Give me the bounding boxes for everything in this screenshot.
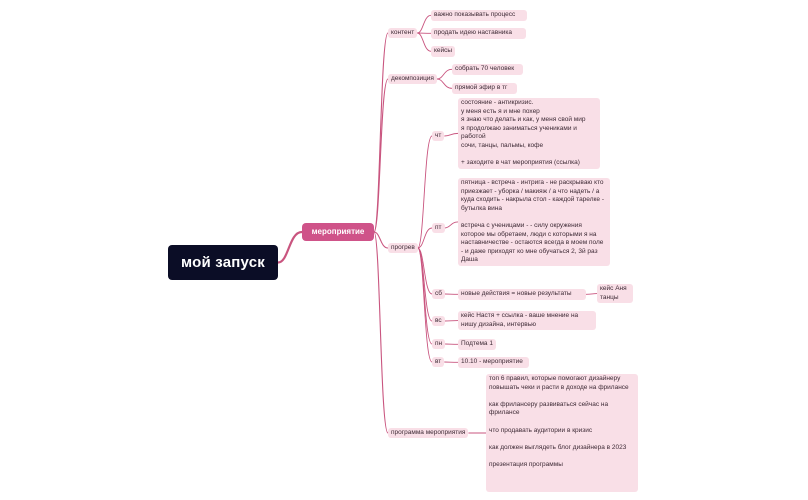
connector-branch-decomposition-to-decomposition-item-collect xyxy=(436,68,453,80)
branch-decomposition[interactable]: декомпозиция xyxy=(388,74,437,84)
day-sun-text[interactable]: кейс Настя + ссылка - ваше мнение на ниш… xyxy=(458,311,596,331)
connector-branch-warmup-to-day-sat-label xyxy=(417,247,433,295)
connector-branch-content-to-content-item-cases xyxy=(417,32,432,52)
day-fri-label[interactable]: пт xyxy=(432,223,445,233)
day-tue-label[interactable]: вт xyxy=(432,357,445,367)
content-item-mentor[interactable]: продать идею наставника xyxy=(431,28,526,39)
connector-day-fri-label-to-day-fri-text xyxy=(444,221,459,229)
main-topic-node[interactable]: мероприятие xyxy=(302,223,374,241)
content-item-process[interactable]: важно показывать процесс xyxy=(431,10,527,21)
connector-root-node-to-main-topic-node xyxy=(277,230,303,264)
day-thu-label[interactable]: чт xyxy=(432,131,445,141)
day-mon-text[interactable]: Подтема 1 xyxy=(458,339,496,350)
day-sun-label[interactable]: вс xyxy=(432,316,445,326)
connector-day-sat-text-to-day-sat-sub xyxy=(585,293,598,295)
day-fri-text[interactable]: пятница - встреча - интрига - не раскрыв… xyxy=(458,178,610,266)
content-item-cases[interactable]: кейсы xyxy=(431,46,456,57)
connector-branch-decomposition-to-decomposition-item-stream xyxy=(436,78,453,89)
connector-main-topic-node-to-branch-content xyxy=(373,32,389,233)
day-thu-text[interactable]: состояние - антикризис. у меня есть я и … xyxy=(458,98,600,169)
connector-branch-warmup-to-day-thu-label xyxy=(417,135,433,249)
branch-program[interactable]: программа мероприятия xyxy=(388,428,469,438)
day-sat-sub[interactable]: кейс Аня танцы xyxy=(597,284,633,304)
connector-day-thu-label-to-day-thu-text xyxy=(444,132,459,137)
connector-branch-warmup-to-day-tue-label xyxy=(417,247,433,363)
branch-content[interactable]: контент xyxy=(388,28,418,38)
connector-main-topic-node-to-branch-program xyxy=(373,231,389,434)
day-tue-text[interactable]: 10.10 - мероприятие xyxy=(458,357,529,368)
root-node[interactable]: мой запуск xyxy=(168,245,278,280)
day-sat-label[interactable]: сб xyxy=(432,289,445,299)
connector-main-topic-node-to-branch-decomposition xyxy=(373,78,389,233)
day-mon-label[interactable]: пн xyxy=(432,339,446,349)
day-sat-text[interactable]: новые действия = новые результаты xyxy=(458,289,586,300)
connector-branch-content-to-content-item-process xyxy=(417,14,432,34)
decomposition-item-stream[interactable]: прямой эфир в тг xyxy=(452,83,517,94)
connector-branch-warmup-to-day-fri-label xyxy=(417,227,433,249)
decomposition-item-collect[interactable]: собрать 70 человек xyxy=(452,64,523,75)
program-text[interactable]: топ 6 правил, которые помогают дизайнеру… xyxy=(486,374,638,492)
connector-main-topic-node-to-branch-warmup xyxy=(373,231,389,249)
branch-warmup[interactable]: прогрев xyxy=(388,243,418,253)
connector-branch-warmup-to-day-sun-label xyxy=(417,247,433,322)
connector-branch-warmup-to-day-mon-label xyxy=(417,247,433,345)
